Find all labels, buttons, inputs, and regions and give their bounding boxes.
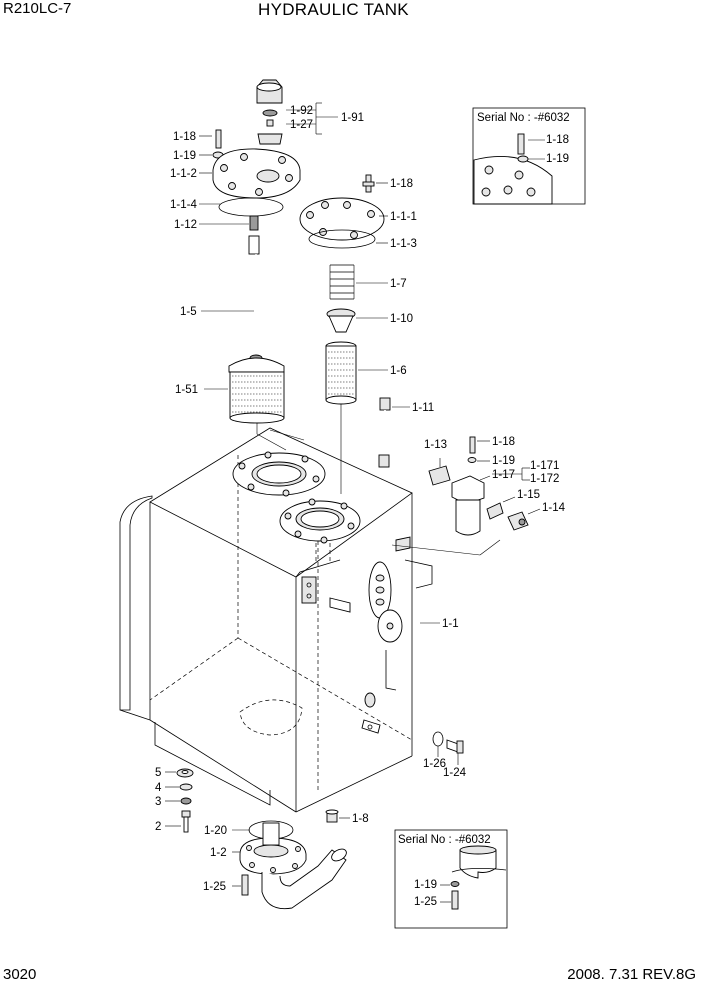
suction-pipe: [232, 820, 347, 910]
page-number: 3020: [3, 966, 37, 983]
level-gauge: [378, 397, 410, 468]
model-number: R210LC-7: [3, 0, 72, 17]
callout-1-15: 1-15: [517, 489, 540, 501]
drain-filter-group: [428, 436, 541, 536]
callout-1-19-side: 1-19: [492, 455, 515, 467]
callout-1-51: 1-51: [175, 384, 198, 396]
callout-1-7: 1-7: [390, 278, 407, 290]
inset-bottom-label-1-25: 1-25: [414, 896, 437, 908]
inset-serial-top: Serial No : -#6032 1-18 1-19: [472, 107, 586, 205]
bottom-plug: [325, 809, 350, 823]
drain-plug: [432, 731, 464, 765]
callout-1-14: 1-14: [542, 502, 566, 514]
callout-1-1-1: 1-1-1: [390, 211, 417, 223]
callout-1-171: 1-171: [530, 460, 559, 472]
callout-1-24: 1-24: [443, 767, 467, 779]
callout-1-27: 1-27: [290, 119, 313, 131]
right-cover-filter: [299, 174, 388, 494]
tank-top-flanges: [232, 451, 361, 544]
breather-cap: [256, 79, 338, 145]
callout-1-8: 1-8: [352, 813, 369, 825]
callout-1-11: 1-11: [412, 402, 434, 414]
callout-1-18-right: 1-18: [390, 178, 413, 190]
callout-1-13: 1-13: [424, 439, 447, 451]
callout-1-20: 1-20: [204, 825, 227, 837]
callout-3: 3: [155, 796, 161, 808]
mounting-hardware: [165, 768, 194, 833]
inset-bottom-label-1-19: 1-19: [414, 879, 437, 891]
callout-1-1-3: 1-1-3: [390, 238, 417, 250]
callout-1-17: 1-17: [492, 469, 515, 481]
callout-1-18-top: 1-18: [173, 131, 196, 143]
inset-top-serial-text: Serial No : -#6032: [477, 112, 570, 124]
callout-1-1-4: 1-1-4: [170, 199, 197, 211]
callout-1-6: 1-6: [390, 365, 407, 377]
left-cover: [199, 129, 301, 352]
callout-4: 4: [155, 782, 162, 794]
page-title: HYDRAULIC TANK: [258, 0, 409, 19]
inset-top-label-1-18: 1-18: [546, 134, 569, 146]
callout-1-1: 1-1: [442, 618, 459, 630]
revision-date: 2008. 7.31 REV.8G: [567, 966, 696, 983]
callout-1-26: 1-26: [423, 758, 446, 770]
inset-bottom-serial-text: Serial No : -#6032: [398, 834, 491, 846]
callout-1-172: 1-172: [530, 473, 559, 485]
suction-strainer: [204, 354, 287, 451]
callout-1-5: 1-5: [180, 306, 197, 318]
inset-top-label-1-19: 1-19: [546, 153, 569, 165]
callout-1-1-2: 1-1-2: [170, 168, 197, 180]
callout-1-10: 1-10: [390, 313, 413, 325]
callout-1-91: 1-91: [341, 112, 364, 124]
callout-1-18-side: 1-18: [492, 436, 515, 448]
callout-1-12: 1-12: [174, 219, 197, 231]
callout-1-2: 1-2: [210, 847, 227, 859]
callout-5: 5: [155, 767, 161, 779]
callout-1-25: 1-25: [203, 881, 226, 893]
callout-1-92: 1-92: [290, 105, 313, 117]
tank-body: [119, 427, 501, 813]
inset-serial-bottom: Serial No : -#6032 1-19 1-25: [394, 829, 508, 929]
callout-2: 2: [155, 821, 161, 833]
callout-1-19-top: 1-19: [173, 150, 196, 162]
